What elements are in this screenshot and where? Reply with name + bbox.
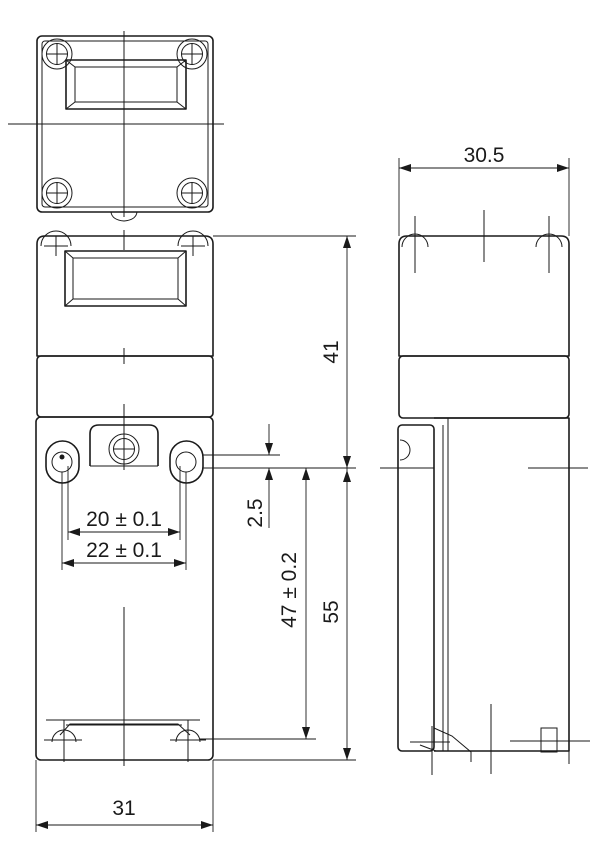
dim-height-lower: 55 [320,600,343,623]
top-view [8,31,224,222]
dim-height-upper: 41 [320,340,343,363]
dim-offset: 2.5 [244,498,267,527]
dim-base-width: 31 [112,797,135,820]
dim-top-width: 30.5 [464,144,505,167]
dim-hole-spacing-outer: 22 ± 0.1 [86,539,162,562]
side-view [380,210,590,775]
dim-hole-spacing-vertical: 47 ± 0.2 [278,552,301,628]
dim-hole-spacing-inner: 20 ± 0.1 [86,508,162,531]
dimensions: 30.5 41 2.5 47 ± 0.2 55 20 ± [35,144,570,832]
front-view [35,230,214,766]
